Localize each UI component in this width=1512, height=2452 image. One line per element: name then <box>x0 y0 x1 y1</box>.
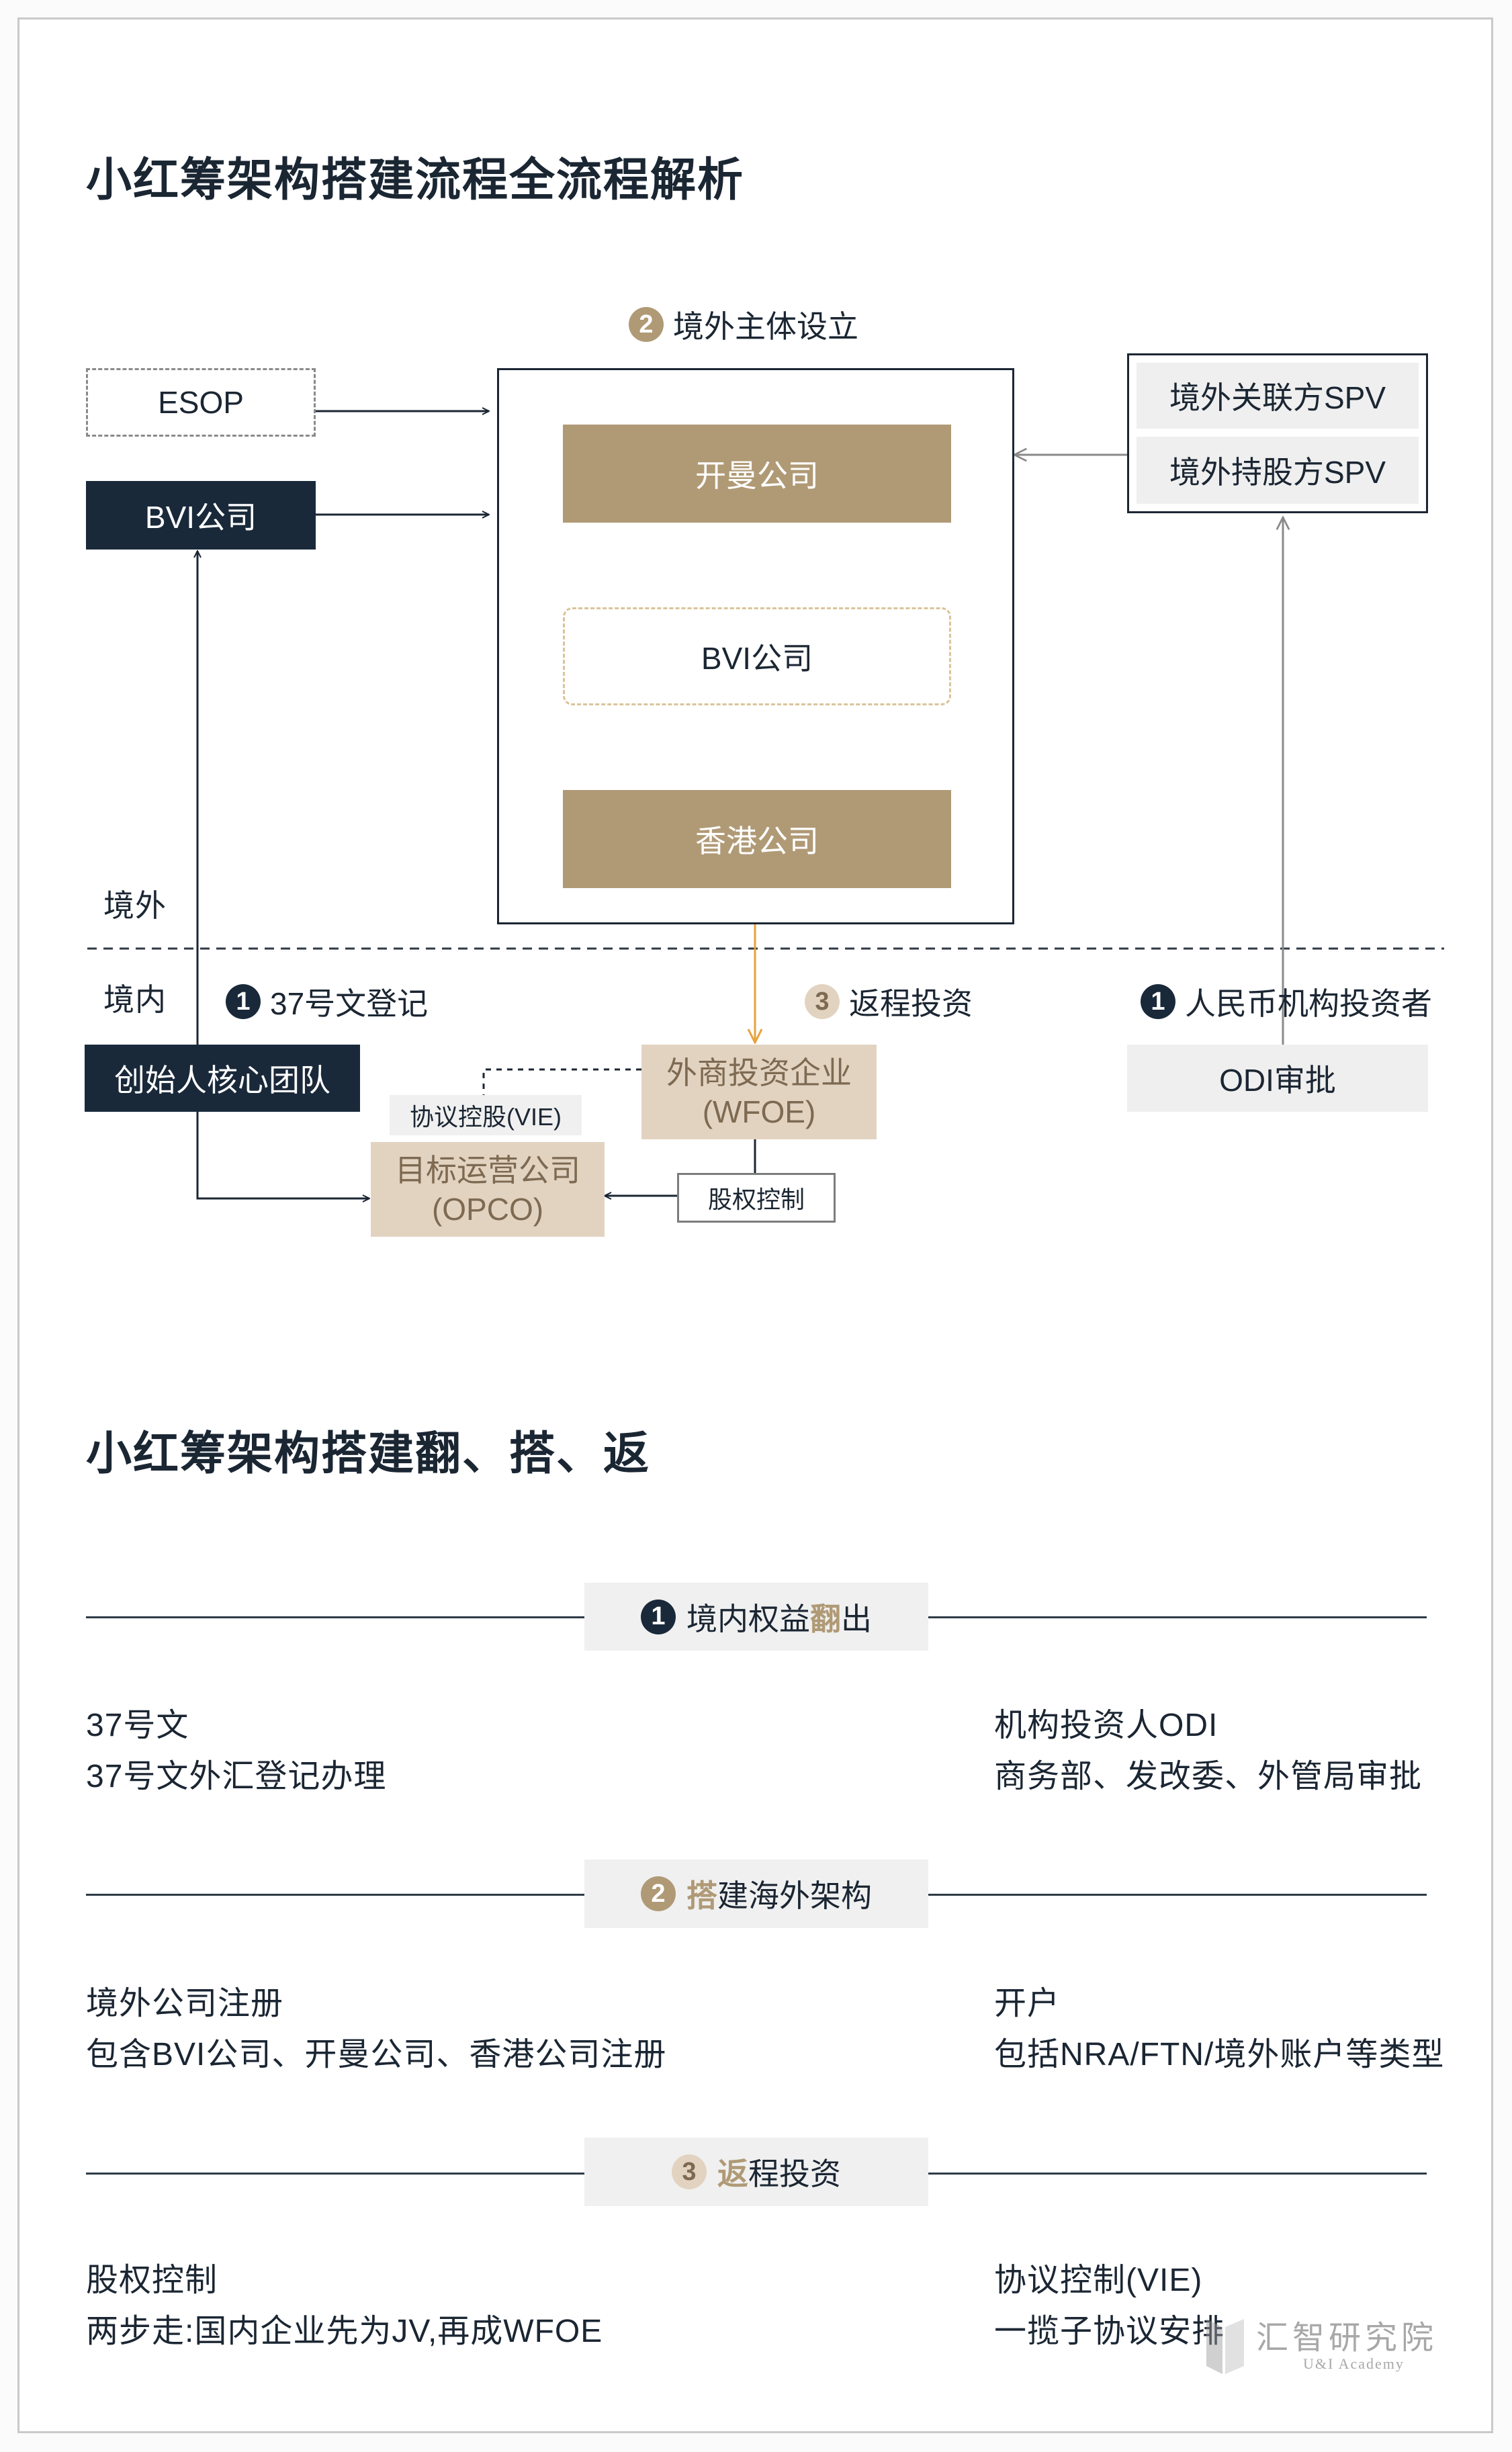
section-left-detail: 两步走:国内企业先为JV,再成WFOE <box>86 2314 603 2349</box>
opco-name: 目标运营公司 <box>395 1152 580 1188</box>
section-rule-left <box>86 2173 584 2175</box>
watermark: 汇智研究院 U&I Academy <box>1202 2311 1444 2385</box>
section-heading: 搭建海外架构 <box>686 1878 872 1913</box>
section-rule-left <box>86 1894 584 1896</box>
cayman-company-box: 开曼公司 <box>563 425 951 523</box>
section-right-title: 开户 <box>994 1986 1061 2021</box>
step-number-badge: 3 <box>805 984 840 1019</box>
spv-holding-box: 境外持股方SPV <box>1137 437 1419 504</box>
section-left-detail: 包含BVI公司、开曼公司、香港公司注册 <box>86 2037 667 2072</box>
bvi-box-left: BVI公司 <box>86 481 316 550</box>
founders-team-box: 创始人核心团队 <box>85 1045 360 1112</box>
section-number-badge: 3 <box>672 2154 707 2189</box>
step-label: 返程投资 <box>849 986 973 1021</box>
opco-abbr: (OPCO) <box>431 1191 544 1227</box>
step-label: 人民币机构投资者 <box>1185 986 1432 1021</box>
step-number-badge: 1 <box>226 984 261 1019</box>
section-left-title: 股权控制 <box>86 2263 218 2298</box>
step-label: 境外主体设立 <box>673 309 858 344</box>
spv-related-box: 境外关联方SPV <box>1137 363 1419 429</box>
diagram-title: 小红筹架构搭建流程全流程解析 <box>86 155 745 206</box>
section-rule-right <box>928 2173 1427 2175</box>
section-heading: 返程投资 <box>717 2156 841 2191</box>
founders-opco-arrow <box>196 1112 369 1198</box>
wfoe-box: 外商投资企业 (WFOE) <box>641 1045 877 1139</box>
opco-box: 目标运营公司 (OPCO) <box>371 1142 605 1237</box>
academy-logo-icon <box>1206 2319 1244 2374</box>
section-left-title: 37号文 <box>86 1708 189 1743</box>
esop-box: ESOP <box>86 368 316 437</box>
section-header-outflow: 1 境内权益翻出 <box>584 1583 928 1651</box>
section-right-detail: 商务部、发改委、外管局审批 <box>994 1759 1423 1794</box>
step-register: 1 37号文登记 <box>226 979 428 1024</box>
vie-link <box>482 1068 641 1095</box>
section-rule-right <box>928 1894 1427 1896</box>
section-number-badge: 1 <box>641 1599 676 1634</box>
section-rule-right <box>928 1616 1427 1618</box>
step-rmb-investor: 1 人民币机构投资者 <box>1141 979 1432 1024</box>
section-header-return: 3 返程投资 <box>584 2138 928 2206</box>
equity-control-box: 股权控制 <box>677 1173 836 1223</box>
section-right-detail: 一揽子协议安排 <box>994 2314 1225 2349</box>
bvi-company-box: BVI公司 <box>563 607 951 705</box>
wfoe-abbr: (WFOE) <box>702 1094 816 1129</box>
section-header-build: 2 搭建海外架构 <box>584 1859 928 1928</box>
section-rule-left <box>86 1616 584 1618</box>
section-right-title: 机构投资人ODI <box>994 1708 1218 1743</box>
wfoe-name: 外商投资企业 <box>666 1055 852 1090</box>
vie-tag: 协议控股(VIE) <box>390 1095 582 1135</box>
offshore-zone-label: 境外 <box>103 888 167 923</box>
watermark-name: 汇智研究院 <box>1256 2320 1438 2356</box>
summary-title: 小红筹架构搭建翻、搭、返 <box>86 1428 651 1479</box>
step-label: 37号文登记 <box>270 986 429 1021</box>
hk-company-box: 香港公司 <box>563 790 951 888</box>
section-number-badge: 2 <box>641 1876 676 1911</box>
watermark-subtitle: U&I Academy <box>1303 2355 1405 2372</box>
section-left-detail: 37号文外汇登记办理 <box>86 1759 387 1794</box>
step-roundtrip: 3 返程投资 <box>805 979 973 1024</box>
section-heading: 境内权益翻出 <box>686 1601 872 1636</box>
section-right-detail: 包括NRA/FTN/境外账户等类型 <box>994 2037 1445 2072</box>
section-left-title: 境外公司注册 <box>86 1986 284 2021</box>
onshore-zone-label: 境内 <box>103 982 167 1017</box>
step-number-badge: 1 <box>1141 984 1175 1019</box>
step-establish: 2 境外主体设立 <box>629 302 858 347</box>
section-right-title: 协议控制(VIE) <box>994 2263 1203 2298</box>
step-number-badge: 2 <box>629 307 664 342</box>
odi-approval-box: ODI审批 <box>1127 1045 1428 1112</box>
